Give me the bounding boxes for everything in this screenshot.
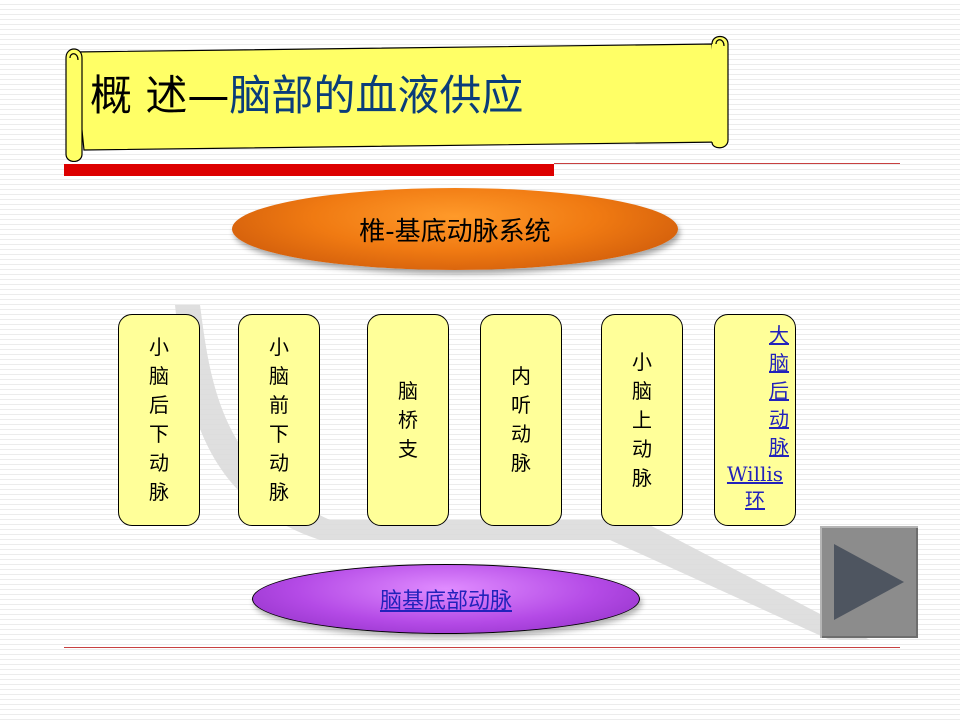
branch-box-internal-auditory: 内 听 动 脉 [480, 314, 562, 526]
system-label: 椎-基底动脉系统 [359, 216, 551, 247]
bottom-thin-divider [64, 647, 900, 648]
branch-label: 小 脑 前 下 动 脉 [269, 335, 289, 504]
title-scroll-banner: 概 述—脑部的血液供应 [62, 32, 732, 162]
posterior-cerebral-link[interactable]: 大 脑 后 动 脉 Willis 环 [721, 321, 789, 513]
scroll-shape [65, 35, 729, 162]
branch-box-superior-cerebellar: 小 脑 上 动 脉 [601, 314, 683, 526]
branch-box-posterior-inferior-cerebellar: 小 脑 后 下 动 脉 [118, 314, 200, 526]
top-thin-divider [554, 163, 900, 164]
posterior-cerebral-link-text[interactable]: 大 脑 后 动 脉 [769, 323, 789, 459]
play-triangle-icon [834, 544, 904, 620]
branch-box-anterior-inferior-cerebellar: 小 脑 前 下 动 脉 [238, 314, 320, 526]
vertebrobasilar-system-node: 椎-基底动脉系统 [232, 188, 678, 270]
red-divider-bar [64, 164, 554, 176]
willis-link-text[interactable]: Willis [726, 462, 784, 486]
branch-box-posterior-cerebral[interactable]: 大 脑 后 动 脉 Willis 环 [714, 314, 796, 526]
branch-label: 脑 桥 支 [398, 378, 418, 461]
branch-label: 内 听 动 脉 [511, 364, 531, 475]
title-prefix: 概 述— [90, 71, 230, 120]
branch-box-pontine: 脑 桥 支 [367, 314, 449, 526]
basal-artery-link[interactable]: 脑基底部动脉 [379, 589, 512, 614]
branch-label: 小 脑 上 动 脉 [632, 349, 652, 490]
page-title: 概 述—脑部的血液供应 [90, 66, 523, 126]
title-main: 脑部的血液供应 [229, 71, 524, 120]
willis-ring-link-text[interactable]: 环 [745, 488, 765, 512]
branch-label: 小 脑 后 下 动 脉 [149, 335, 169, 504]
next-slide-button[interactable] [820, 526, 918, 638]
basal-artery-node[interactable]: 脑基底部动脉 [252, 564, 640, 634]
